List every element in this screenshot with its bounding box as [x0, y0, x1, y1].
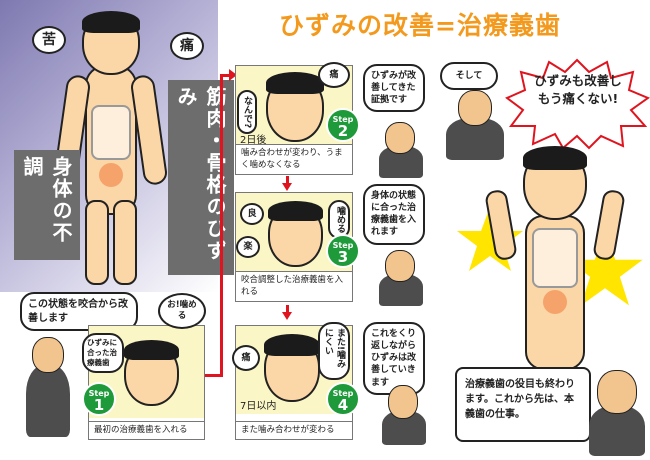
- step-3-bubble: 噛める: [328, 200, 350, 239]
- doctor-character: [378, 385, 428, 445]
- step-time-label: 2日後: [240, 135, 267, 146]
- burst-bubble: [505, 58, 650, 150]
- doctor-bubble: ひずみが改善してきた証拠です: [363, 64, 425, 113]
- step-time-label: 7日以内: [240, 401, 277, 412]
- step-caption: 最初の治療義歯を入れる: [89, 420, 204, 439]
- page-title: ひずみの改善=治療義歯: [279, 11, 561, 40]
- doctor-character: [375, 250, 425, 306]
- step-1-bubble: お!噛める: [158, 293, 206, 329]
- star-icon: [457, 207, 523, 271]
- body-figure: [52, 5, 169, 290]
- burst-text: ひずみも改善しもう痛くない!: [534, 73, 622, 107]
- cloud-bubble: そして: [440, 62, 498, 90]
- step-2-bubble: 痛: [318, 62, 350, 88]
- step-caption: また噛み合わせが変わる: [236, 420, 352, 439]
- arrow-down-icon: [286, 176, 289, 184]
- doctor-character: [585, 370, 647, 456]
- bubble-pain: 痛: [170, 32, 204, 60]
- step-2-bubble: なんで?: [237, 90, 257, 135]
- step-1-panel: 最初の治療義歯を入れる: [88, 325, 205, 440]
- arrow-down-icon: [286, 305, 289, 313]
- healthy-body-figure: [484, 140, 626, 370]
- flow-arrow: [205, 374, 223, 377]
- step-caption: 咬合調整した治療義歯を入れる: [236, 271, 352, 301]
- intro-bubble: この状態を咬合から改善します: [20, 292, 138, 331]
- doctor-bubble: これをくり返しながらひずみは改善していきます: [363, 322, 425, 395]
- step-3-bubble: 楽: [236, 236, 260, 258]
- step-4-bubble: 痛: [232, 345, 260, 371]
- step-caption: 噛み合わせが変わり、うまく噛めなくなる: [236, 144, 352, 174]
- doctor-bubble: 身体の状態に合った治療義歯を入れます: [363, 184, 425, 245]
- star-icon: [567, 232, 643, 306]
- info-board: 治療義歯の役目も終わります。これから先は、本義歯の仕事。: [455, 367, 591, 442]
- doctor-character: [440, 90, 510, 160]
- step-1-bubble: ひずみに合った治療義歯: [82, 333, 124, 374]
- label-muscle-skeleton-distortion: 筋肉・骨格のひずみ: [168, 80, 234, 275]
- doctor-character: [375, 122, 425, 178]
- step-3-bubble: 良: [240, 203, 264, 225]
- bubble-bitter: 苦: [32, 26, 66, 54]
- doctor-character: [18, 335, 78, 440]
- step-4-bubble: また!噛みにくい: [318, 322, 350, 380]
- label-physical-illness: 身体の不調: [14, 150, 80, 260]
